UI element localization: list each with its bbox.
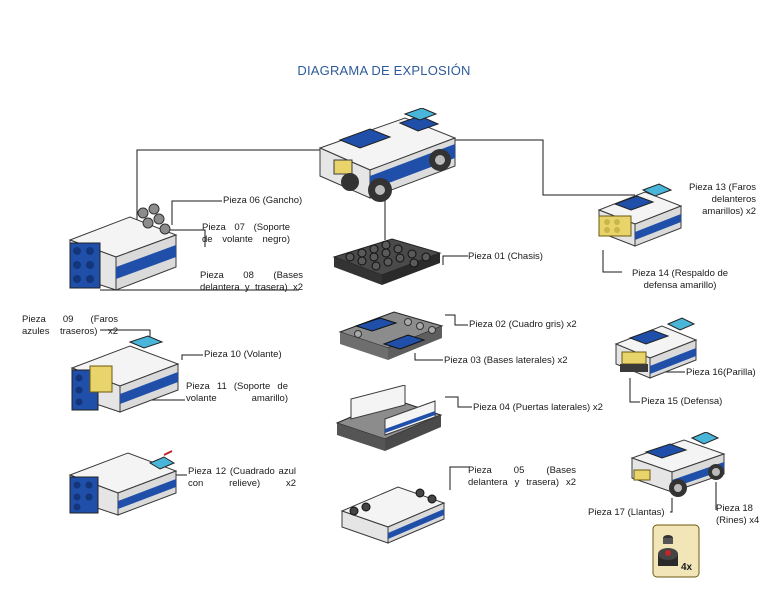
label-pieza-13: Pieza 13 (Faros delanteros amarillos) x2 <box>688 182 756 217</box>
label-pieza-11: Pieza 11 (Soporte de volante amarillo) <box>186 381 288 404</box>
leader-p04 <box>445 396 472 408</box>
bases-image <box>340 486 446 544</box>
label-pieza-12: Pieza 12 (Cuadrado azul con relieve) x2 <box>188 466 296 489</box>
label-pieza-14: Pieza 14 (Respaldo de defensa amarillo) <box>631 268 729 291</box>
leader-main-left <box>136 149 320 228</box>
leader-p14 <box>602 250 622 273</box>
assembly-left-1-image <box>68 203 178 291</box>
label-pieza-16: Pieza 16(Parilla) <box>686 367 756 378</box>
leader-p10 <box>181 354 203 360</box>
diagram-title: DIAGRAMA DE EXPLOSIÓN <box>297 63 471 78</box>
assembled-car-image <box>318 108 457 202</box>
assembly-right-3-image <box>630 432 726 497</box>
assembly-left-3-image <box>68 450 178 516</box>
label-pieza-18: Pieza 18 (Rines) x4 <box>716 503 760 526</box>
wheel-quantity: 4x <box>681 562 693 573</box>
label-pieza-08: Pieza 08 (Bases delantera y trasera) x2 <box>200 270 303 293</box>
label-pieza-09: Pieza 09 (Faros azules traseros) x2 <box>22 314 118 337</box>
leader-p02 <box>445 314 468 326</box>
wheels-callout-box <box>652 524 700 578</box>
label-pieza-17: Pieza 17 (Llantas) <box>588 507 665 518</box>
leader-p05 <box>449 466 470 490</box>
leader-p03 <box>414 353 443 361</box>
leader-p01 <box>442 255 468 265</box>
bricks-02-03-image <box>338 311 444 360</box>
doors-image <box>335 385 443 451</box>
label-pieza-06: Pieza 06 (Gancho) <box>223 195 303 206</box>
label-pieza-02: Pieza 02 (Cuadro gris) x2 <box>469 319 577 330</box>
leader-main-right <box>455 139 635 196</box>
label-pieza-07: Pieza 07 (Soporte de volante negro) <box>202 222 290 245</box>
label-pieza-05: Pieza 05 (Bases delantera y trasera) x2 <box>468 465 576 488</box>
label-pieza-15: Pieza 15 (Defensa) <box>641 396 723 407</box>
label-pieza-04: Pieza 04 (Puertas laterales) x2 <box>473 402 603 413</box>
leader-p15 <box>629 378 640 403</box>
label-pieza-10: Pieza 10 (Volante) <box>204 349 282 360</box>
assembly-right-2-image <box>614 317 698 379</box>
leader-p06 <box>171 200 222 225</box>
label-pieza-01: Pieza 01 (Chasis) <box>468 251 543 262</box>
assembly-right-1-image <box>597 183 683 247</box>
label-pieza-03: Pieza 03 (Bases laterales) x2 <box>444 355 568 366</box>
leader-p17 <box>670 498 673 513</box>
chassis-image <box>332 238 442 285</box>
assembly-left-2-image <box>70 335 180 413</box>
